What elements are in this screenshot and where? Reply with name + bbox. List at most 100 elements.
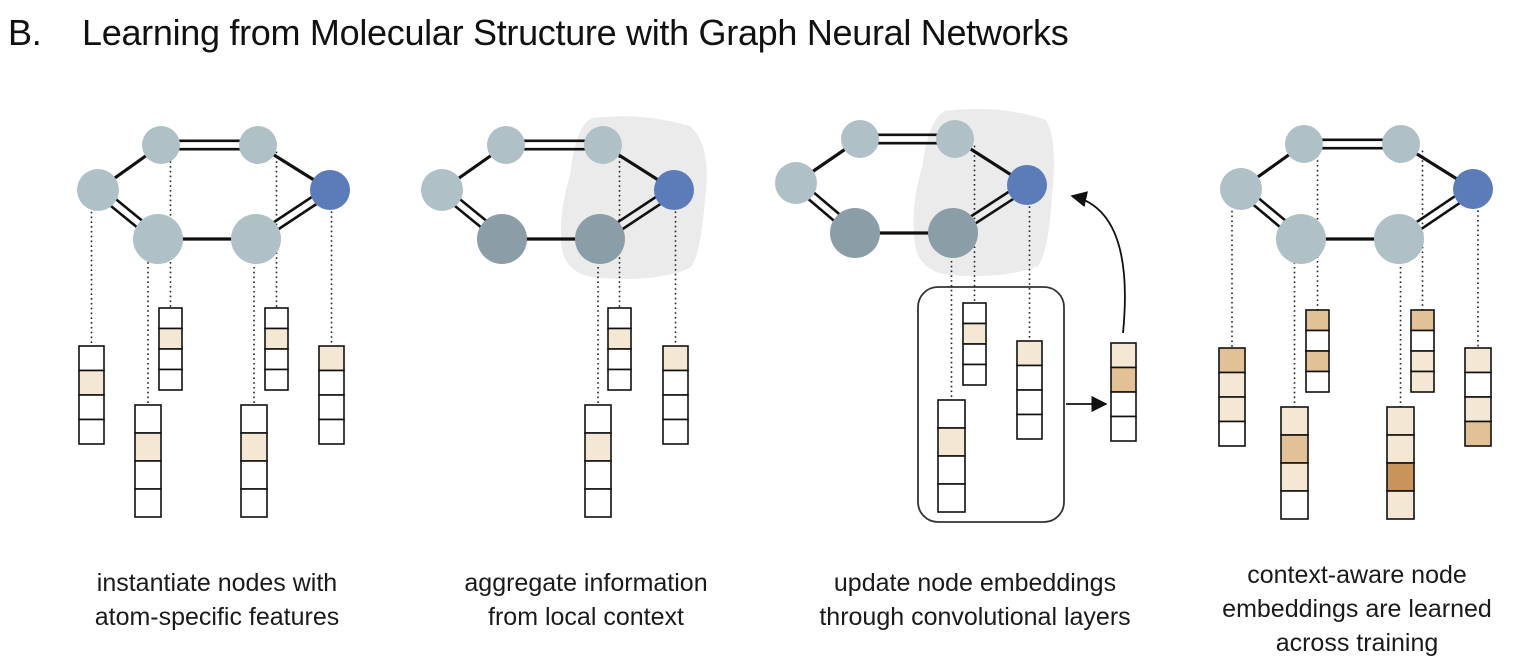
feature-cell [1305, 309, 1330, 332]
panel-letter: B. [8, 12, 42, 53]
feature-cell [584, 488, 612, 518]
feature-cell [318, 345, 345, 372]
feature-cell [318, 394, 345, 421]
atom-node [830, 208, 880, 258]
feature-cell [1305, 350, 1330, 373]
feature-cell [1016, 389, 1043, 416]
atom-node [1285, 125, 1323, 163]
feature-cell [584, 432, 612, 462]
atom-node [841, 120, 879, 158]
atom-node [936, 120, 974, 158]
caption-line: through convolutional layers [819, 603, 1131, 631]
atom-node [575, 214, 625, 264]
atom-node [142, 126, 180, 164]
atom-node [1382, 125, 1420, 163]
feature-cell [1280, 490, 1309, 520]
feature-cell [1218, 420, 1246, 447]
feature-cell [1305, 370, 1330, 393]
feature-cell [158, 327, 183, 350]
feature-cell [1386, 462, 1415, 492]
figure-title-row: B. Learning from Molecular Structure with… [8, 12, 1069, 54]
feature-cell [1386, 406, 1415, 436]
feature-cell [158, 368, 183, 391]
atom-node [421, 169, 463, 211]
feature-cell [662, 369, 689, 396]
atom-node [239, 126, 277, 164]
atom-node [133, 214, 183, 264]
feature-cell [78, 369, 105, 396]
feature-cell [962, 343, 987, 366]
feature-cell [1218, 396, 1246, 423]
feature-cell [1410, 309, 1435, 332]
caption-update: update node embeddings through convoluti… [815, 566, 1135, 634]
target-atom-node [654, 170, 694, 210]
feature-cell [134, 488, 162, 518]
feature-cell [1218, 347, 1246, 374]
feedback-arrow [1070, 191, 1126, 334]
feature-cell [584, 404, 612, 434]
atom-node [584, 126, 622, 164]
feature-cell [240, 432, 268, 462]
feature-cell [264, 348, 289, 371]
atom-node [231, 214, 281, 264]
feature-cell [318, 369, 345, 396]
feature-cell [1110, 415, 1137, 442]
feature-cell [1110, 366, 1137, 393]
feature-cell [584, 460, 612, 490]
caption-aggregate: aggregate information from local context [426, 566, 746, 634]
atom-node [1220, 168, 1262, 210]
aggregation-box [917, 286, 1065, 523]
feature-cell [1218, 371, 1246, 398]
caption-line: aggregate information [464, 569, 708, 597]
feature-cell [1464, 371, 1492, 398]
feature-cell [134, 404, 162, 434]
caption-instantiate: instantiate nodes with atom-specific fea… [57, 566, 377, 634]
feature-cell [1280, 406, 1309, 436]
feature-cell [1464, 420, 1492, 447]
feature-cell [937, 483, 966, 513]
feature-cell [1386, 490, 1415, 520]
feature-cell [158, 348, 183, 371]
feature-cell [1110, 391, 1137, 418]
feature-cell [607, 348, 632, 371]
feature-cell [78, 394, 105, 421]
atom-node [77, 169, 119, 211]
feature-cell [1016, 413, 1043, 440]
feature-cell [264, 327, 289, 350]
feature-cell [264, 307, 289, 330]
caption-line: across training [1275, 629, 1439, 657]
feature-cell [662, 345, 689, 372]
feature-cell [1305, 329, 1330, 352]
feature-cell [1280, 462, 1309, 492]
feature-cell [240, 404, 268, 434]
feature-cell [1410, 350, 1435, 373]
feature-cell [662, 394, 689, 421]
feature-cell [962, 363, 987, 386]
caption-line: embeddings are learned [1222, 595, 1492, 623]
feature-cell [78, 418, 105, 445]
caption-line: from local context [488, 603, 684, 631]
caption-line: update node embeddings [833, 569, 1117, 597]
feature-cell [607, 368, 632, 391]
feature-cell [1410, 370, 1435, 393]
atom-node [1374, 214, 1424, 264]
feature-cell [607, 307, 632, 330]
feature-cell [937, 427, 966, 457]
figure-title: Learning from Molecular Structure with G… [82, 12, 1069, 53]
feature-cell [318, 418, 345, 445]
feature-cell [1386, 434, 1415, 464]
atom-node [928, 208, 978, 258]
feature-cell [607, 327, 632, 350]
feature-cell [134, 432, 162, 462]
feature-cell [1464, 396, 1492, 423]
feature-cell [1280, 434, 1309, 464]
target-atom-node [310, 170, 350, 210]
feature-cell [937, 399, 966, 429]
atom-node [477, 214, 527, 264]
caption-learned: context-aware node embeddings are learne… [1197, 558, 1517, 660]
feature-cell [78, 345, 105, 372]
target-atom-node [1453, 169, 1493, 209]
feature-cell [134, 460, 162, 490]
